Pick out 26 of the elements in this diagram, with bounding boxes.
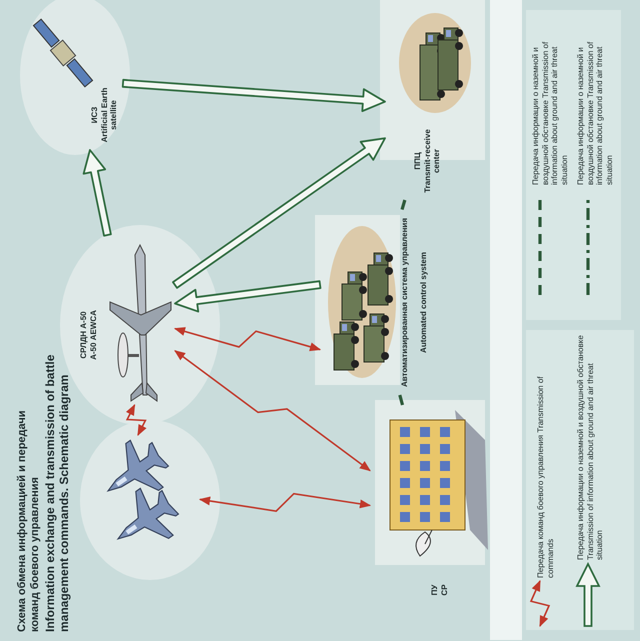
dashed-line <box>398 394 404 406</box>
hollow-arrow <box>82 149 112 237</box>
node-label: ПУ <box>430 584 440 598</box>
zigzag-arrow <box>198 492 372 512</box>
zigzag-arrow <box>126 404 147 436</box>
legend-label: Передача информации о наземной и воздушной обстановке Transmission of information about ground and air threat situation <box>576 40 614 185</box>
hollow-arrow <box>122 78 386 112</box>
hollow-arrow <box>172 137 386 289</box>
node-label: ИСЗ <box>90 106 100 126</box>
node-label: Автоматизированная система управления <box>400 216 410 390</box>
hollow-arrow <box>174 280 322 312</box>
node-label: Artificial Earth satellite <box>100 86 118 144</box>
node-label: Automated control system <box>419 251 428 355</box>
legend-label: Передача информации о наземной и воздушной обстановке Transmission of information about ground and air threat situation <box>531 40 570 185</box>
node-label: СРЛДН А-50 <box>79 310 88 361</box>
node-label: Transmit-receive center <box>423 128 442 195</box>
legend-label: Передача команд боевого управления Transmission of commands <box>536 375 556 578</box>
zigzag-arrow <box>174 327 322 352</box>
node-label: ППЦ <box>413 151 422 172</box>
node-label: А-50 AEWCA <box>89 309 98 362</box>
dashed-line <box>400 200 406 210</box>
zigzag-arrow <box>174 350 371 472</box>
subtitle: Information exchange and transmission of battle management commands. Schematic diagram <box>44 354 72 632</box>
node-label: CP <box>440 583 450 598</box>
legend-label: Передача информации о наземной и воздушной обстановке Transmission of information about ground and air threat situation <box>576 335 605 560</box>
title: Схема обмена информацией и передачи команд боевого управления <box>16 409 42 632</box>
